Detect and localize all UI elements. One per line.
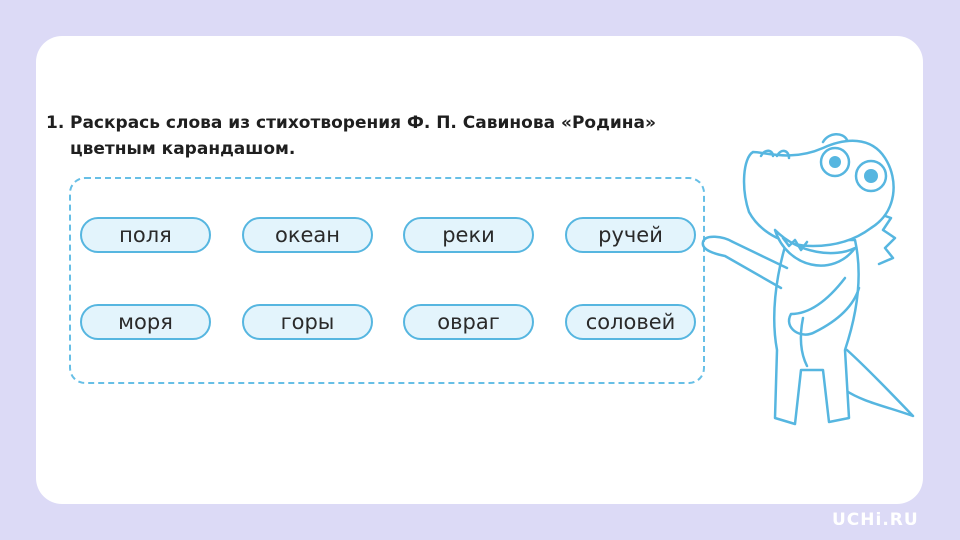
task-text: Раскрась слова из стихотворения Ф. П. Са… xyxy=(70,113,656,159)
word-chip[interactable]: реки xyxy=(403,217,534,253)
word-chip[interactable]: поля xyxy=(80,217,211,253)
word-chip[interactable]: овраг xyxy=(403,304,534,340)
lesson-card xyxy=(36,36,923,504)
uchi-logo: UCHi.RU xyxy=(832,510,919,530)
word-chip[interactable]: соловей xyxy=(565,304,696,340)
word-chip[interactable]: горы xyxy=(242,304,373,340)
task-number: 1. xyxy=(46,113,65,133)
word-chip[interactable]: океан xyxy=(242,217,373,253)
word-chip[interactable]: ручей xyxy=(565,217,696,253)
word-chip[interactable]: моря xyxy=(80,304,211,340)
dinosaur-mascot-icon xyxy=(701,133,915,426)
task-instruction: 1. Раскрась слова из стихотворения Ф. П.… xyxy=(46,110,686,162)
word-bank-area xyxy=(69,177,705,384)
